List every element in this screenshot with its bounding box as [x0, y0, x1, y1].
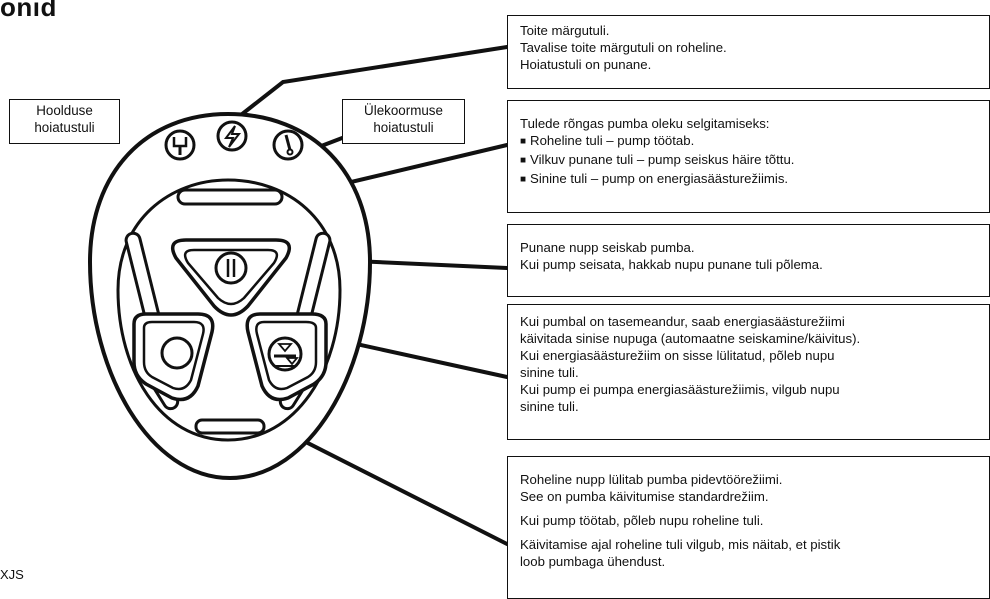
ring-segment-bottom	[194, 418, 266, 435]
blue-eco-button	[245, 312, 328, 402]
service-warning-label: Hoolduse hoiatustuli	[9, 99, 120, 144]
leader-lines	[146, 45, 509, 546]
run-icon	[160, 336, 194, 370]
red-button-box: Punane nupp seiskab pumba. Kui pump seis…	[507, 224, 990, 297]
wrench-icon	[164, 129, 196, 161]
ring-segment-top	[176, 188, 284, 206]
leader-blue-button	[336, 338, 509, 379]
power-indicator-box: Toite märgutuli. Tavalise toite märgutul…	[507, 15, 990, 89]
lightning-icon	[216, 120, 248, 152]
remote-body	[87, 111, 373, 481]
indicator-icons	[164, 120, 304, 161]
red-stop-button	[170, 238, 292, 317]
overload-warning-label: Ülekoormuse hoiatustuli	[342, 99, 465, 144]
footer-code: XJS	[0, 567, 24, 582]
thermometer-icon	[272, 129, 304, 161]
light-ring-box: Tulede rõngas pumba oleku selgitamiseks:…	[507, 100, 990, 213]
green-run-button	[132, 312, 215, 402]
leader-power	[230, 45, 509, 124]
stop-icon	[214, 251, 248, 285]
blue-button-box: Kui pumbal on tasemeandur, saab energias…	[507, 304, 990, 440]
green-button-box: Roheline nupp lülitab pumba pidevtööreži…	[507, 456, 990, 599]
page-heading: onid	[0, 0, 57, 22]
